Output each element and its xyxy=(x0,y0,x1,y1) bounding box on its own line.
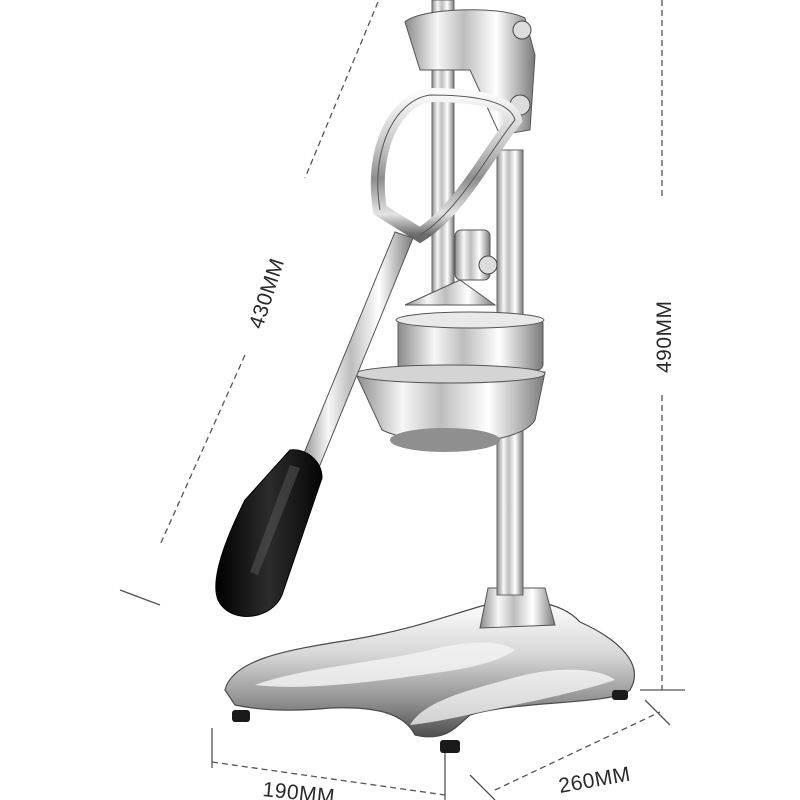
juicer-base xyxy=(224,587,635,753)
dim-height-label: 490MM xyxy=(653,300,676,373)
dim-handle-length-label: 430MM xyxy=(245,255,289,331)
dim-tick-left xyxy=(119,589,161,606)
dim-height: 490MM xyxy=(653,0,676,690)
juicer-lever[interactable] xyxy=(215,231,414,617)
dim-base-depth-label: 260MM xyxy=(557,763,632,798)
dim-handle-length: 430MM xyxy=(159,1,379,546)
juicer xyxy=(215,0,635,753)
dim-base-width-label: 190MM xyxy=(261,778,336,800)
juicer-cup xyxy=(354,279,546,452)
juicer-linkage xyxy=(370,9,536,281)
dim-base-width: 190MM xyxy=(211,728,446,800)
dim-base-depth: 260MM xyxy=(469,699,671,800)
